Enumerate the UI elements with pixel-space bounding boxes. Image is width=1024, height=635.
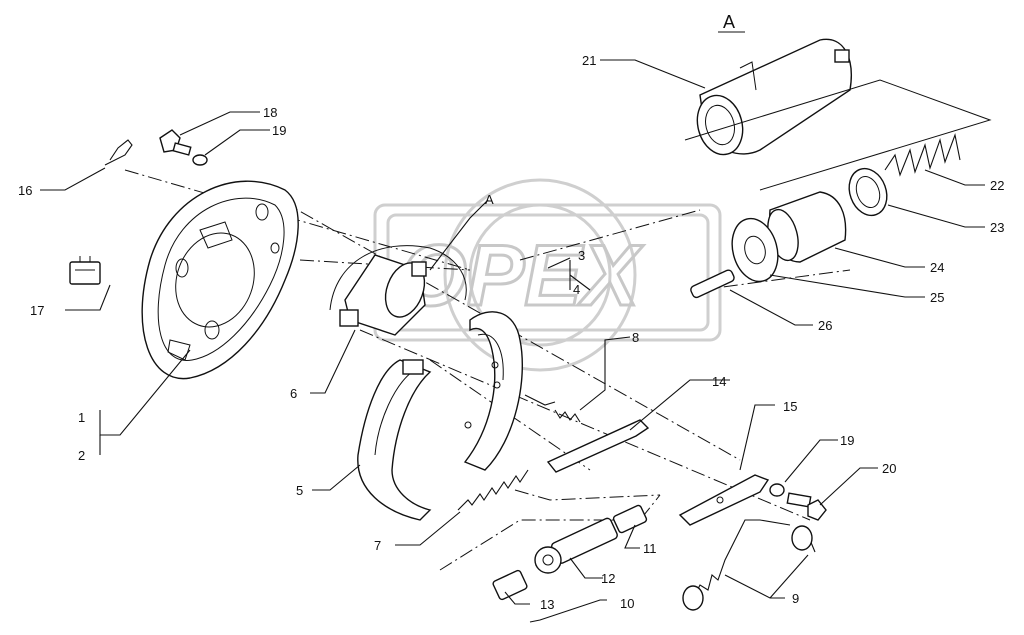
connector-17 [69,256,101,285]
label-17: 17 [30,303,44,318]
label-20: 20 [882,461,896,476]
label-21: 21 [582,53,596,68]
brake-shoe-3 [463,311,523,471]
label-9: 9 [792,591,799,606]
bolt-20 [786,492,827,521]
label-2: 2 [78,448,85,463]
label-22: 22 [990,178,1004,193]
washer-19-right [769,483,785,497]
spring-9 [682,519,816,611]
adjuster-nut-11 [612,504,648,534]
clip-16 [104,139,133,166]
label-10: 10 [620,596,634,611]
label-a-small: A [485,192,494,207]
label-8: 8 [632,330,639,345]
pushrod-26 [690,269,735,299]
wheel-cylinder-6 [329,245,467,336]
spring-22 [884,132,961,177]
adjuster-sleeve-13 [492,569,528,601]
cylinder-21 [696,38,852,156]
label-6: 6 [290,386,297,401]
label-19-right: 19 [840,433,854,448]
label-13: 13 [540,597,554,612]
spring-8 [524,394,581,423]
label-7: 7 [374,538,381,553]
view-a-title: A [723,12,735,32]
leader-lines [40,31,985,623]
label-3: 3 [578,248,585,263]
label-12: 12 [601,571,615,586]
label-5: 5 [296,483,303,498]
view-a-outline [684,79,992,191]
label-25: 25 [930,290,944,305]
adjuster-screw-12 [534,517,618,574]
label-1: 1 [78,410,85,425]
label-19-top: 19 [272,123,286,138]
brake-shoe-5 [357,359,432,521]
spring-7 [457,469,529,511]
label-18: 18 [263,105,277,120]
label-16: 16 [18,183,32,198]
washer-19-top [192,154,208,166]
label-26: 26 [818,318,832,333]
plate-14 [546,419,650,473]
watermark-text: OPEX [400,228,644,324]
boot-25 [731,217,779,283]
label-15: 15 [783,399,797,414]
lever-15 [678,474,770,526]
backing-plate [141,180,299,380]
label-23: 23 [990,220,1004,235]
label-14: 14 [712,374,726,389]
seal-23 [848,167,888,217]
label-4: 4 [573,282,580,297]
watermark: OPEX [373,178,722,372]
label-11: 11 [643,541,657,556]
label-24: 24 [930,260,944,275]
bolt-18 [159,129,192,156]
